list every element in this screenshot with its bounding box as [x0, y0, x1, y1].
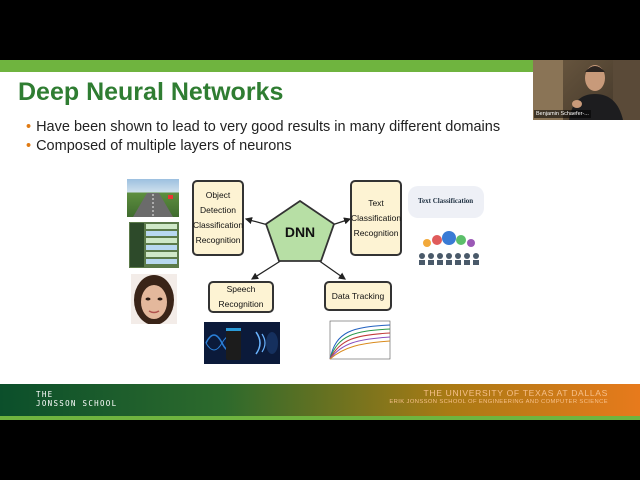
object-detection-box: Object Detection Classification Recognit… [192, 180, 244, 256]
bullet-text: Composed of multiple layers of neurons [36, 138, 292, 154]
department-line: ERIK JONSSON SCHOOL OF ENGINEERING AND C… [389, 399, 608, 405]
road-image [127, 179, 179, 217]
dnn-pentagon [265, 200, 335, 262]
school-logo: THE JONSSON SCHOOL [36, 390, 117, 408]
bullet-text: Have been shown to lead to very good res… [36, 119, 501, 135]
slide-title: Deep Neural Networks [18, 78, 284, 106]
university-name: THE UNIVERSITY OF TEXAS AT DALLAS ERIK J… [389, 389, 608, 407]
data-tracking-box: Data Tracking [324, 281, 392, 311]
dnn-label: DNN [284, 224, 316, 240]
school-line: THE [36, 390, 54, 399]
bullet-icon: • [26, 119, 32, 135]
speech-recognition-box: Speech Recognition [208, 281, 274, 313]
footer-accent-bar [0, 416, 640, 420]
speaker-image [204, 322, 280, 364]
school-line: JONSSON SCHOOL [36, 399, 118, 408]
bullet-list: •Have been shown to lead to very good re… [26, 118, 500, 156]
people-icons-image [414, 228, 484, 266]
bullet-item: •Have been shown to lead to very good re… [26, 118, 500, 137]
participant-name: Benjamin Schaefer-... [534, 110, 591, 118]
university-line: THE UNIVERSITY OF TEXAS AT DALLAS [423, 388, 608, 398]
text-classification-box: Text Classification Recognition [350, 180, 402, 256]
slide-top-bar [0, 60, 640, 72]
presentation-slide: Deep Neural Networks •Have been shown to… [0, 60, 640, 420]
tracking-data-image [129, 222, 179, 268]
tracking-plot-image [322, 315, 392, 365]
bullet-icon: • [26, 138, 32, 154]
participant-video[interactable]: Benjamin Schaefer-... [533, 60, 640, 120]
face-image [131, 274, 177, 324]
slide-footer: THE JONSSON SCHOOL THE UNIVERSITY OF TEX… [0, 384, 640, 416]
word-cloud-image: Text Classification [408, 186, 484, 218]
diagram-arrows [244, 217, 352, 280]
bullet-item: •Composed of multiple layers of neurons [26, 137, 500, 156]
word-cloud-label: Text Classification [418, 197, 474, 205]
